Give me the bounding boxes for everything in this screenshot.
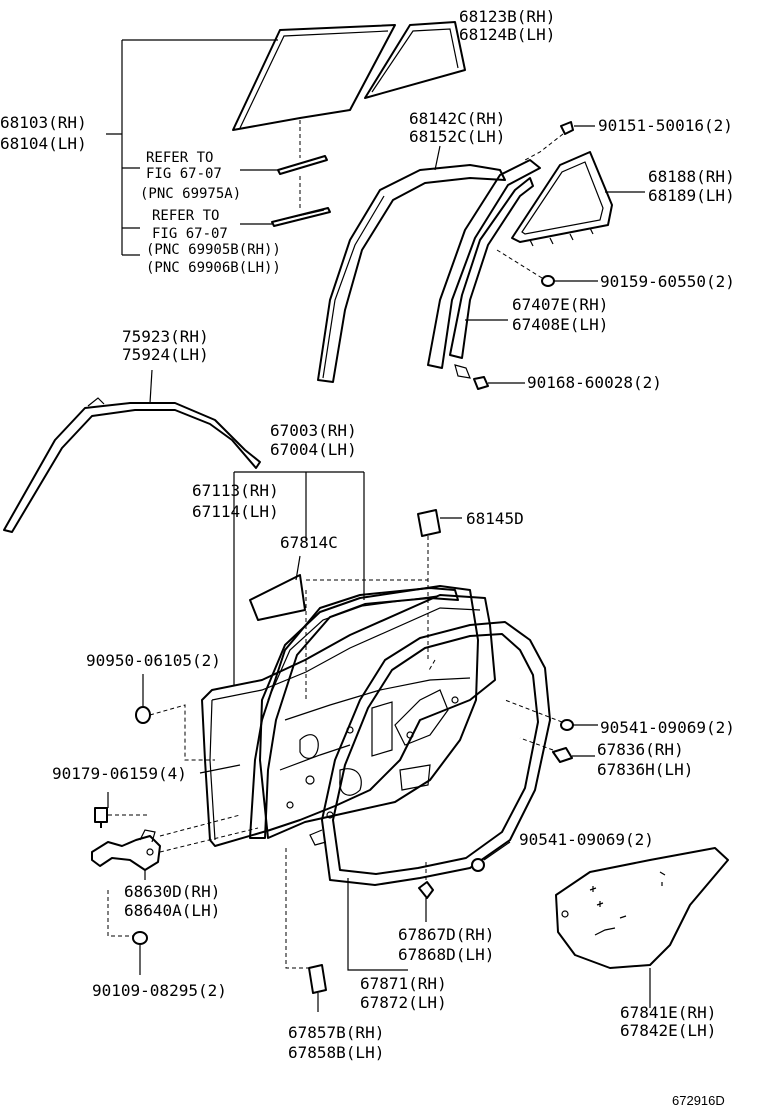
bolt-90179	[94, 792, 150, 828]
glass-channel-upper	[277, 155, 328, 175]
screw-90159	[496, 249, 598, 287]
leader-67871	[347, 878, 408, 971]
cushion-68145	[417, 509, 462, 673]
glass-channel-lower	[271, 207, 331, 227]
label-68640-lh: 68640A(LH)	[124, 901, 220, 920]
clip-90541-lower	[471, 841, 511, 872]
label-68142-rh: 68142C(RH)	[409, 109, 505, 128]
rear-door-panel	[201, 585, 496, 847]
division-bar	[427, 159, 541, 379]
label-68152-lh: 68152C(LH)	[409, 127, 505, 146]
leader-67003	[233, 471, 428, 700]
figure-code: 672916D	[672, 1093, 725, 1108]
quarter-window-glass	[364, 21, 466, 99]
screw-90151	[524, 121, 595, 161]
label-90109: 90109-08295(2)	[92, 981, 227, 1000]
label-68145: 68145D	[466, 509, 524, 528]
label-67871-rh: 67871(RH)	[360, 974, 447, 993]
label-ref1-line2: FIG 67-07	[146, 166, 222, 182]
door-hinge	[91, 814, 259, 880]
label-67836h-lh: 67836H(LH)	[597, 760, 693, 779]
lower-moulding-67857	[285, 848, 327, 1012]
quarter-window-frame	[511, 151, 613, 247]
door-weatherstrip	[309, 621, 551, 886]
leader-68142	[434, 145, 441, 171]
label-67113-rh: 67113(RH)	[192, 481, 279, 500]
label-67867-rh: 67867D(RH)	[398, 925, 494, 944]
label-90950: 90950-06105(2)	[86, 651, 221, 670]
label-68103-rh: 68103(RH)	[0, 113, 87, 132]
label-67836-rh: 67836(RH)	[597, 740, 684, 759]
label-90159: 90159-60550(2)	[600, 272, 735, 291]
bolt-90109	[107, 890, 148, 975]
label-67868-lh: 67868D(LH)	[398, 945, 494, 964]
label-90151: 90151-50016(2)	[598, 116, 733, 135]
label-67114-lh: 67114(LH)	[192, 502, 279, 521]
label-67841-rh: 67841E(RH)	[620, 1003, 716, 1022]
label-67842-lh: 67842E(LH)	[620, 1021, 716, 1040]
label-90541-upper: 90541-09069(2)	[600, 718, 735, 737]
screw-90168	[473, 376, 525, 390]
label-ref2-line3: (PNC 69905B(RH))	[146, 242, 281, 258]
clip-67836	[519, 737, 595, 763]
label-67003-rh: 67003(RH)	[270, 421, 357, 440]
label-68188-rh: 68188(RH)	[648, 167, 735, 186]
label-90179: 90179-06159(4)	[52, 764, 187, 783]
label-ref2-line4: (PNC 69906B(LH))	[146, 260, 281, 276]
label-68123-rh: 68123B(RH)	[459, 7, 555, 26]
hole-plug-90950	[135, 674, 215, 761]
label-75923-rh: 75923(RH)	[122, 327, 209, 346]
label-67857-rh: 67857B(RH)	[288, 1023, 384, 1042]
label-ref1-line1: REFER TO	[146, 150, 213, 166]
label-90541-lower: 90541-09069(2)	[519, 830, 654, 849]
label-67407-rh: 67407E(RH)	[512, 295, 608, 314]
label-68189-lh: 68189(LH)	[648, 186, 735, 205]
door-trim-piece-67814	[249, 574, 306, 621]
label-67858-lh: 67858B(LH)	[288, 1043, 384, 1062]
service-hole-cover	[555, 847, 729, 1008]
label-67814: 67814C	[280, 533, 338, 552]
leader-68103	[106, 39, 301, 256]
inner-panel-details	[279, 677, 471, 819]
label-68124-lh: 68124B(LH)	[459, 25, 555, 44]
label-90168: 90168-60028(2)	[527, 373, 662, 392]
label-67004-lh: 67004(LH)	[270, 440, 357, 459]
leader-67814	[295, 555, 301, 581]
label-67408-lh: 67408E(LH)	[512, 315, 608, 334]
label-ref2-line2: FIG 67-07	[152, 226, 228, 242]
clip-90541-upper	[504, 699, 598, 731]
label-ref2-line1: REFER TO	[152, 208, 219, 224]
label-75924-lh: 75924(LH)	[122, 345, 209, 364]
labels: 68123B(RH) 68124B(LH) 68103(RH) 68104(LH…	[0, 7, 735, 1108]
label-ref1-line3: (PNC 69975A)	[140, 186, 241, 202]
door-glass	[232, 24, 396, 131]
wheel-opening-moulding	[3, 369, 261, 533]
leader-90179	[199, 764, 241, 774]
door-glass-run	[317, 164, 506, 383]
door-window-sash	[249, 587, 459, 839]
label-67872-lh: 67872(LH)	[360, 993, 447, 1012]
label-68630-rh: 68630D(RH)	[124, 882, 220, 901]
clip-67867	[418, 860, 434, 922]
label-68104-lh: 68104(LH)	[0, 134, 87, 153]
